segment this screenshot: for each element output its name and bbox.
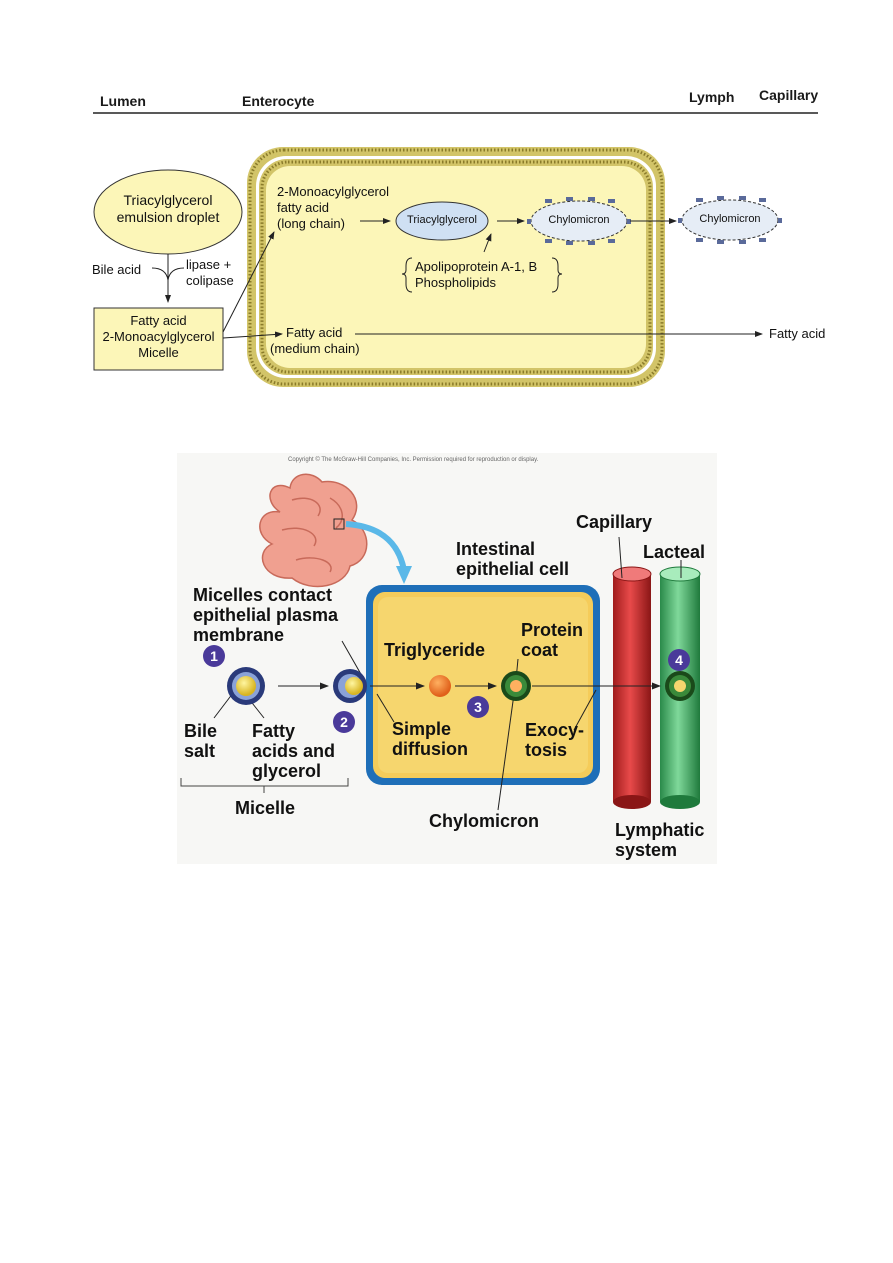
lymphatic-line1: Lymphatic [615, 820, 705, 840]
lipase-line2: colipase [186, 273, 234, 288]
apolipoprotein-line2: Phospholipids [415, 275, 496, 290]
step-1-badge: 1 [203, 645, 225, 667]
fatty-acid-out-label: Fatty acid [769, 326, 826, 341]
simple-diffusion-line2: diffusion [392, 739, 468, 759]
chylomicron-cell-shape [501, 671, 531, 701]
micelle-1-shape [227, 667, 265, 705]
micelle-box-shape [93, 307, 224, 371]
copyright-notice: Copyright © The McGraw-Hill Companies, I… [288, 457, 539, 463]
triacylglycerol-shape [395, 201, 489, 241]
long-chain-line2: fatty acid [277, 200, 330, 215]
fatty-acids-line2: acids and [252, 741, 336, 761]
step-3-badge: 3 [467, 696, 489, 718]
lipase-label: lipase + colipase [186, 257, 234, 289]
long-chain-label: 2-Monoacylglycerol fatty acid (long chai… [277, 184, 389, 232]
fatty-acids-line1: Fatty [252, 721, 296, 741]
step-4-text: 4 [675, 652, 683, 668]
header-lumen: Lumen [100, 93, 146, 109]
step-3-text: 3 [474, 699, 482, 715]
triglyceride-label: Triglyceride [384, 640, 486, 660]
emulsion-line2: emulsion droplet [116, 209, 220, 225]
chylomicron-outer-shape [678, 196, 782, 244]
micelle-box-line1: Fatty acid [130, 313, 187, 328]
exocytosis-line1: Exocy- [525, 720, 585, 740]
medium-chain-line2: (medium chain) [270, 341, 360, 356]
micelle-box-label: Fatty acid 2-Monoacylglycerol Micelle [94, 313, 223, 361]
chylomicron-lacteal-shape [665, 671, 695, 701]
emulsion-line1: Triacylglycerol [123, 192, 213, 208]
bile-salt-label: Bile salt [184, 721, 217, 761]
simple-diffusion-label: Simple diffusion [392, 719, 468, 759]
fatty-acids-line3: glycerol [252, 761, 322, 781]
micelles-contact-line1: Micelles contact [193, 585, 333, 605]
step-4-badge: 4 [668, 649, 690, 671]
bottom-diagram-graphics: 1 2 3 4 [180, 473, 701, 811]
bile-acid-label: Bile acid [92, 262, 142, 277]
medium-chain-line1: Fatty acid [286, 325, 343, 340]
micelle-box-line2: 2-Monoacylglycerol [102, 329, 215, 344]
bile-salt-line1: Bile [184, 721, 218, 741]
fatty-acids-label: Fatty acids and glycerol [252, 721, 335, 781]
protein-coat-line1: Protein [521, 620, 584, 640]
apolipoprotein-label: Apolipoprotein A-1, B Phospholipids [415, 259, 537, 291]
triglyceride-droplet [429, 675, 451, 697]
simple-diffusion-line1: Simple [392, 719, 452, 739]
step-2-badge: 2 [333, 711, 355, 733]
header-enterocyte: Enterocyte [242, 93, 315, 109]
emulsion-droplet-label: Triacylglycerol emulsion droplet [94, 192, 242, 226]
step-2-text: 2 [340, 714, 348, 730]
intestinal-line1: Intestinal [456, 539, 536, 559]
micelles-contact-line3: membrane [193, 625, 285, 645]
step-1-text: 1 [210, 648, 218, 664]
protein-coat-label: Protein coat [521, 620, 583, 660]
long-chain-line3: (long chain) [277, 216, 345, 231]
intestine-illustration [259, 473, 412, 588]
chylomicron-label: Chylomicron [429, 811, 540, 831]
micelle-label: Micelle [235, 798, 296, 818]
chylomicron-outer-label: Chylomicron [699, 213, 761, 225]
micelles-contact-line2: epithelial plasma [193, 605, 339, 625]
header-capillary: Capillary [759, 87, 819, 103]
apolipoprotein-line1: Apolipoprotein A-1, B [415, 259, 538, 274]
lacteal-label: Lacteal [643, 542, 706, 562]
micelle-2-shape [333, 669, 367, 703]
capillary-label: Capillary [576, 512, 653, 532]
long-chain-line1: 2-Monoacylglycerol [277, 184, 389, 199]
intestinal-cell-label: Intestinal epithelial cell [456, 539, 569, 579]
intestinal-line2: epithelial cell [456, 559, 570, 579]
lymphatic-line2: system [615, 840, 678, 860]
protein-coat-line2: coat [521, 640, 559, 660]
triacylglycerol-label: Triacylglycerol [407, 214, 477, 226]
micelle-box-line3: Micelle [138, 345, 179, 360]
chylomicron-inner-label: Chylomicron [548, 214, 610, 226]
capillary-tube [612, 566, 652, 809]
chylomicron-inner-shape [527, 197, 631, 245]
header-lymph: Lymph [689, 89, 735, 105]
exocytosis-label: Exocy- tosis [525, 720, 584, 760]
exocytosis-line2: tosis [525, 740, 568, 760]
lipase-line1: lipase + [186, 257, 232, 272]
lymphatic-system-label: Lymphatic system [615, 820, 704, 860]
micelles-contact-label: Micelles contact epithelial plasma membr… [193, 585, 338, 645]
bile-salt-line2: salt [184, 741, 216, 761]
top-diagram-graphics [93, 112, 818, 387]
